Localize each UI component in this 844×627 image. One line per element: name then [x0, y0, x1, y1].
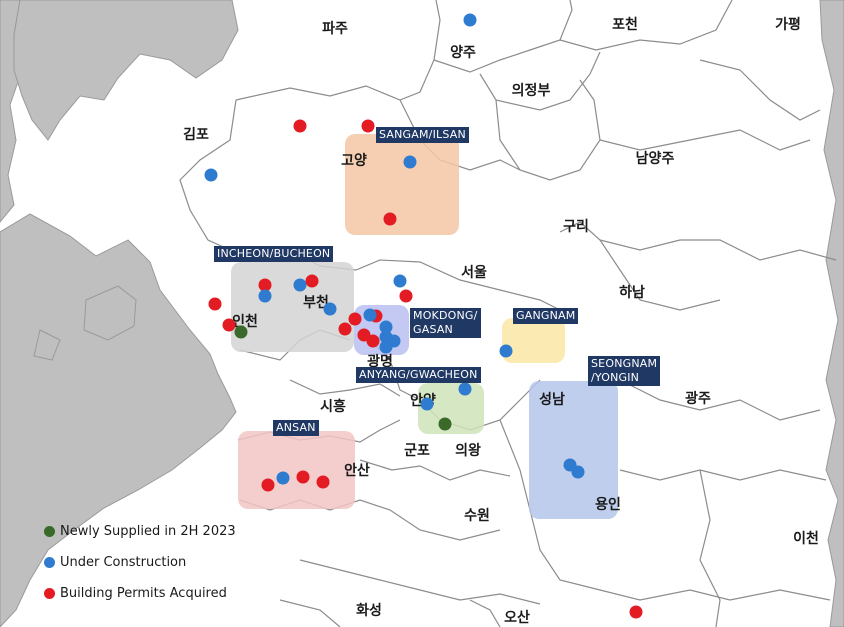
legend-dot-blue-icon	[44, 557, 55, 568]
zone-label-incheon-bucheon: INCHEON/BUCHEON	[214, 246, 334, 262]
zone-label-mokdong-gasan: MOKDONG/GASAN	[410, 308, 481, 338]
city-label: 포천	[612, 17, 638, 33]
city-label: 의정부	[511, 83, 551, 99]
city-label: 고양	[341, 153, 367, 169]
city-label: 구리	[563, 219, 589, 235]
legend-label: Building Permits Acquired	[60, 586, 227, 601]
city-label: 광주	[685, 391, 711, 407]
zone-box-gangnam	[502, 318, 565, 363]
map-marker	[293, 119, 307, 133]
city-label: 시흥	[320, 399, 346, 415]
legend-item-under-construction: Under Construction	[44, 547, 236, 578]
city-label: 수원	[464, 508, 490, 524]
legend-item-newly-supplied: Newly Supplied in 2H 2023	[44, 516, 236, 547]
map-marker	[258, 289, 272, 303]
map-marker	[258, 278, 272, 292]
island	[83, 285, 137, 341]
map-marker	[276, 471, 290, 485]
city-label: 김포	[183, 127, 209, 143]
map-marker	[629, 605, 643, 619]
city-label: 의왕	[455, 443, 481, 459]
island	[33, 329, 61, 361]
city-label: 군포	[404, 443, 430, 459]
zone-label-gangnam: GANGNAM	[513, 308, 579, 324]
north-gray-area	[13, 0, 239, 141]
map-marker	[305, 274, 319, 288]
city-label: 광명	[367, 354, 393, 370]
map-marker	[338, 322, 352, 336]
map-marker	[363, 308, 377, 322]
city-label: 파주	[322, 21, 348, 37]
city-label: 하남	[619, 285, 645, 301]
map-marker	[379, 320, 393, 334]
legend-label: Under Construction	[60, 555, 187, 570]
map-marker	[393, 274, 407, 288]
map-marker	[458, 382, 472, 396]
legend-dot-green-icon	[44, 526, 55, 537]
map-marker	[204, 168, 218, 182]
map-marker	[208, 297, 222, 311]
zone-box-ansan	[238, 431, 355, 509]
map-marker	[222, 318, 236, 332]
admin-borders	[179, 0, 837, 627]
map-marker	[357, 328, 371, 342]
map-marker	[383, 212, 397, 226]
map-marker	[316, 475, 330, 489]
city-label: 가평	[775, 17, 801, 33]
zone-label-ansan: ANSAN	[273, 420, 319, 436]
map-marker	[361, 119, 375, 133]
map-marker	[323, 302, 337, 316]
map-marker	[296, 470, 310, 484]
map-marker	[261, 478, 275, 492]
map-marker	[348, 312, 362, 326]
zone-box-seongnam-yongin	[529, 381, 618, 519]
city-label: 화성	[356, 603, 382, 619]
map-marker	[399, 289, 413, 303]
city-label: 서울	[461, 265, 487, 281]
map-legend: Newly Supplied in 2H 2023 Under Construc…	[44, 516, 236, 609]
city-label: 남양주	[635, 151, 675, 167]
city-label: 용인	[595, 497, 621, 513]
map-marker	[293, 278, 307, 292]
zone-box-sangam-ilsan	[345, 134, 459, 235]
city-label: 안산	[344, 463, 370, 479]
legend-label: Newly Supplied in 2H 2023	[60, 524, 236, 539]
city-label: 부천	[303, 295, 329, 311]
east-gray-area	[819, 0, 844, 627]
legend-dot-red-icon	[44, 588, 55, 599]
zone-label-sangam-ilsan: SANGAM/ILSAN	[376, 127, 469, 143]
zone-label-seongnam-yongin: SEONGNAM/YONGIN	[588, 356, 661, 386]
legend-item-building-permits: Building Permits Acquired	[44, 578, 236, 609]
city-label: 오산	[504, 610, 530, 626]
map-marker	[403, 155, 417, 169]
map-marker	[571, 465, 585, 479]
zone-label-anyang-gwacheon: ANYANG/GWACHEON	[356, 367, 481, 383]
map-marker	[420, 397, 434, 411]
map-marker	[499, 344, 513, 358]
map-marker	[234, 325, 248, 339]
map-marker	[438, 417, 452, 431]
map-marker	[379, 340, 393, 354]
city-label: 성남	[539, 392, 565, 408]
city-label: 이천	[793, 531, 819, 547]
city-label: 양주	[450, 45, 476, 61]
map-marker	[463, 13, 477, 27]
